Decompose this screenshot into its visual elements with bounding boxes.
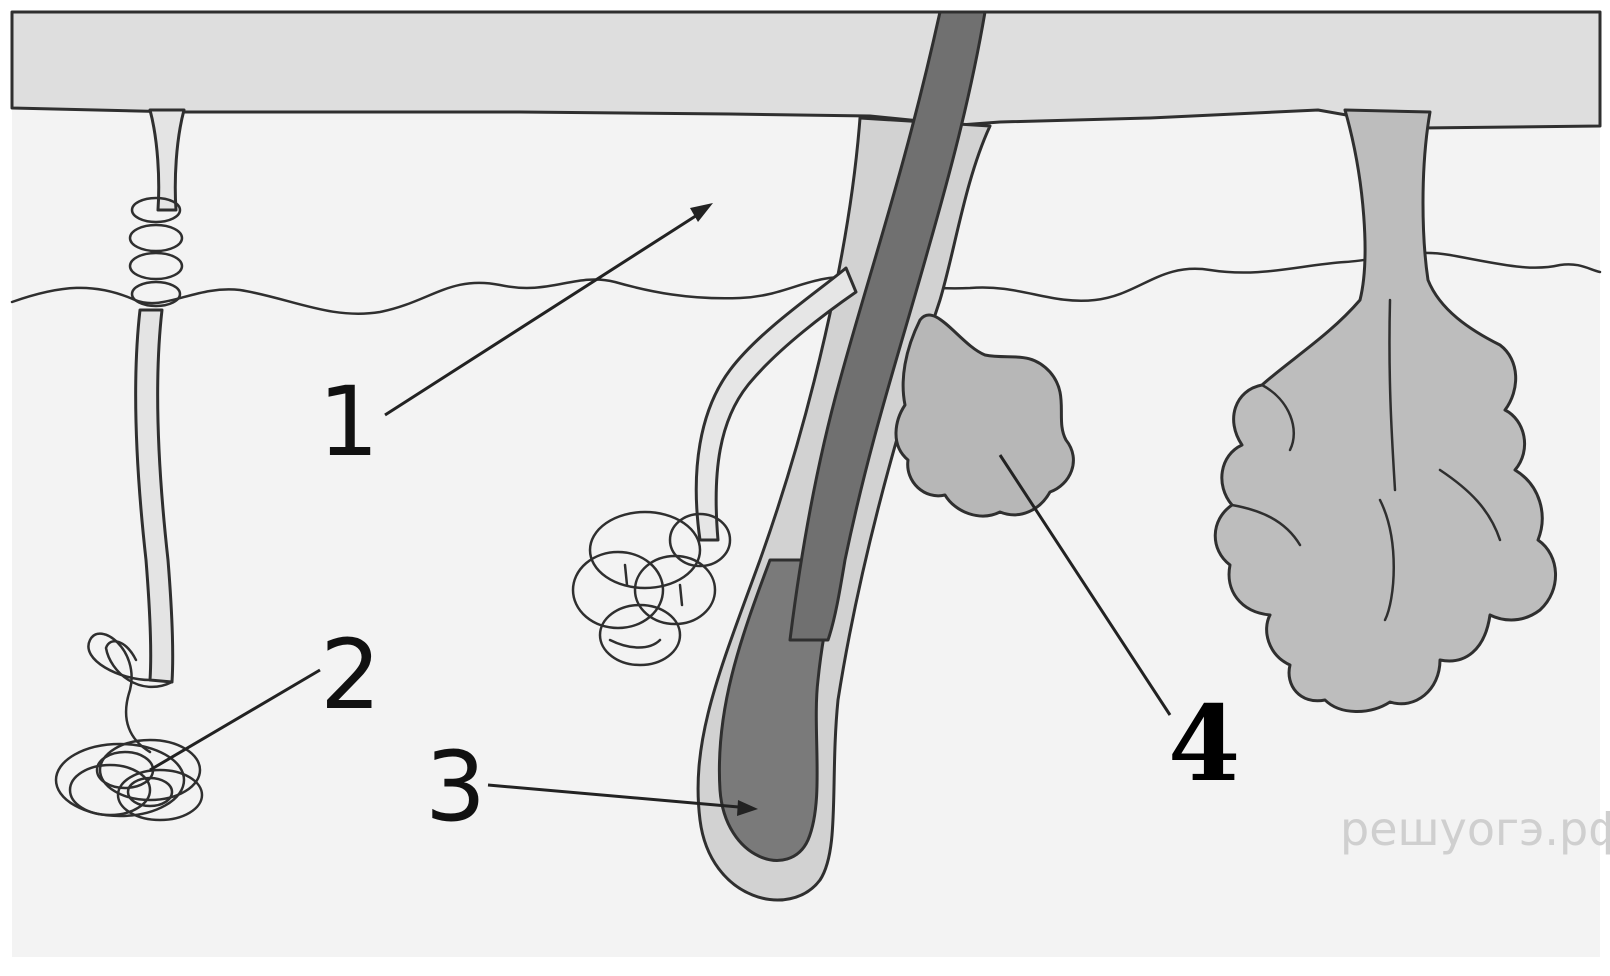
label-2: 2 (320, 619, 381, 731)
watermark: решуогэ.рф (1340, 802, 1610, 856)
label-1: 1 (318, 366, 379, 478)
label-3: 3 (425, 731, 486, 843)
label-4: 4 (1168, 682, 1240, 805)
